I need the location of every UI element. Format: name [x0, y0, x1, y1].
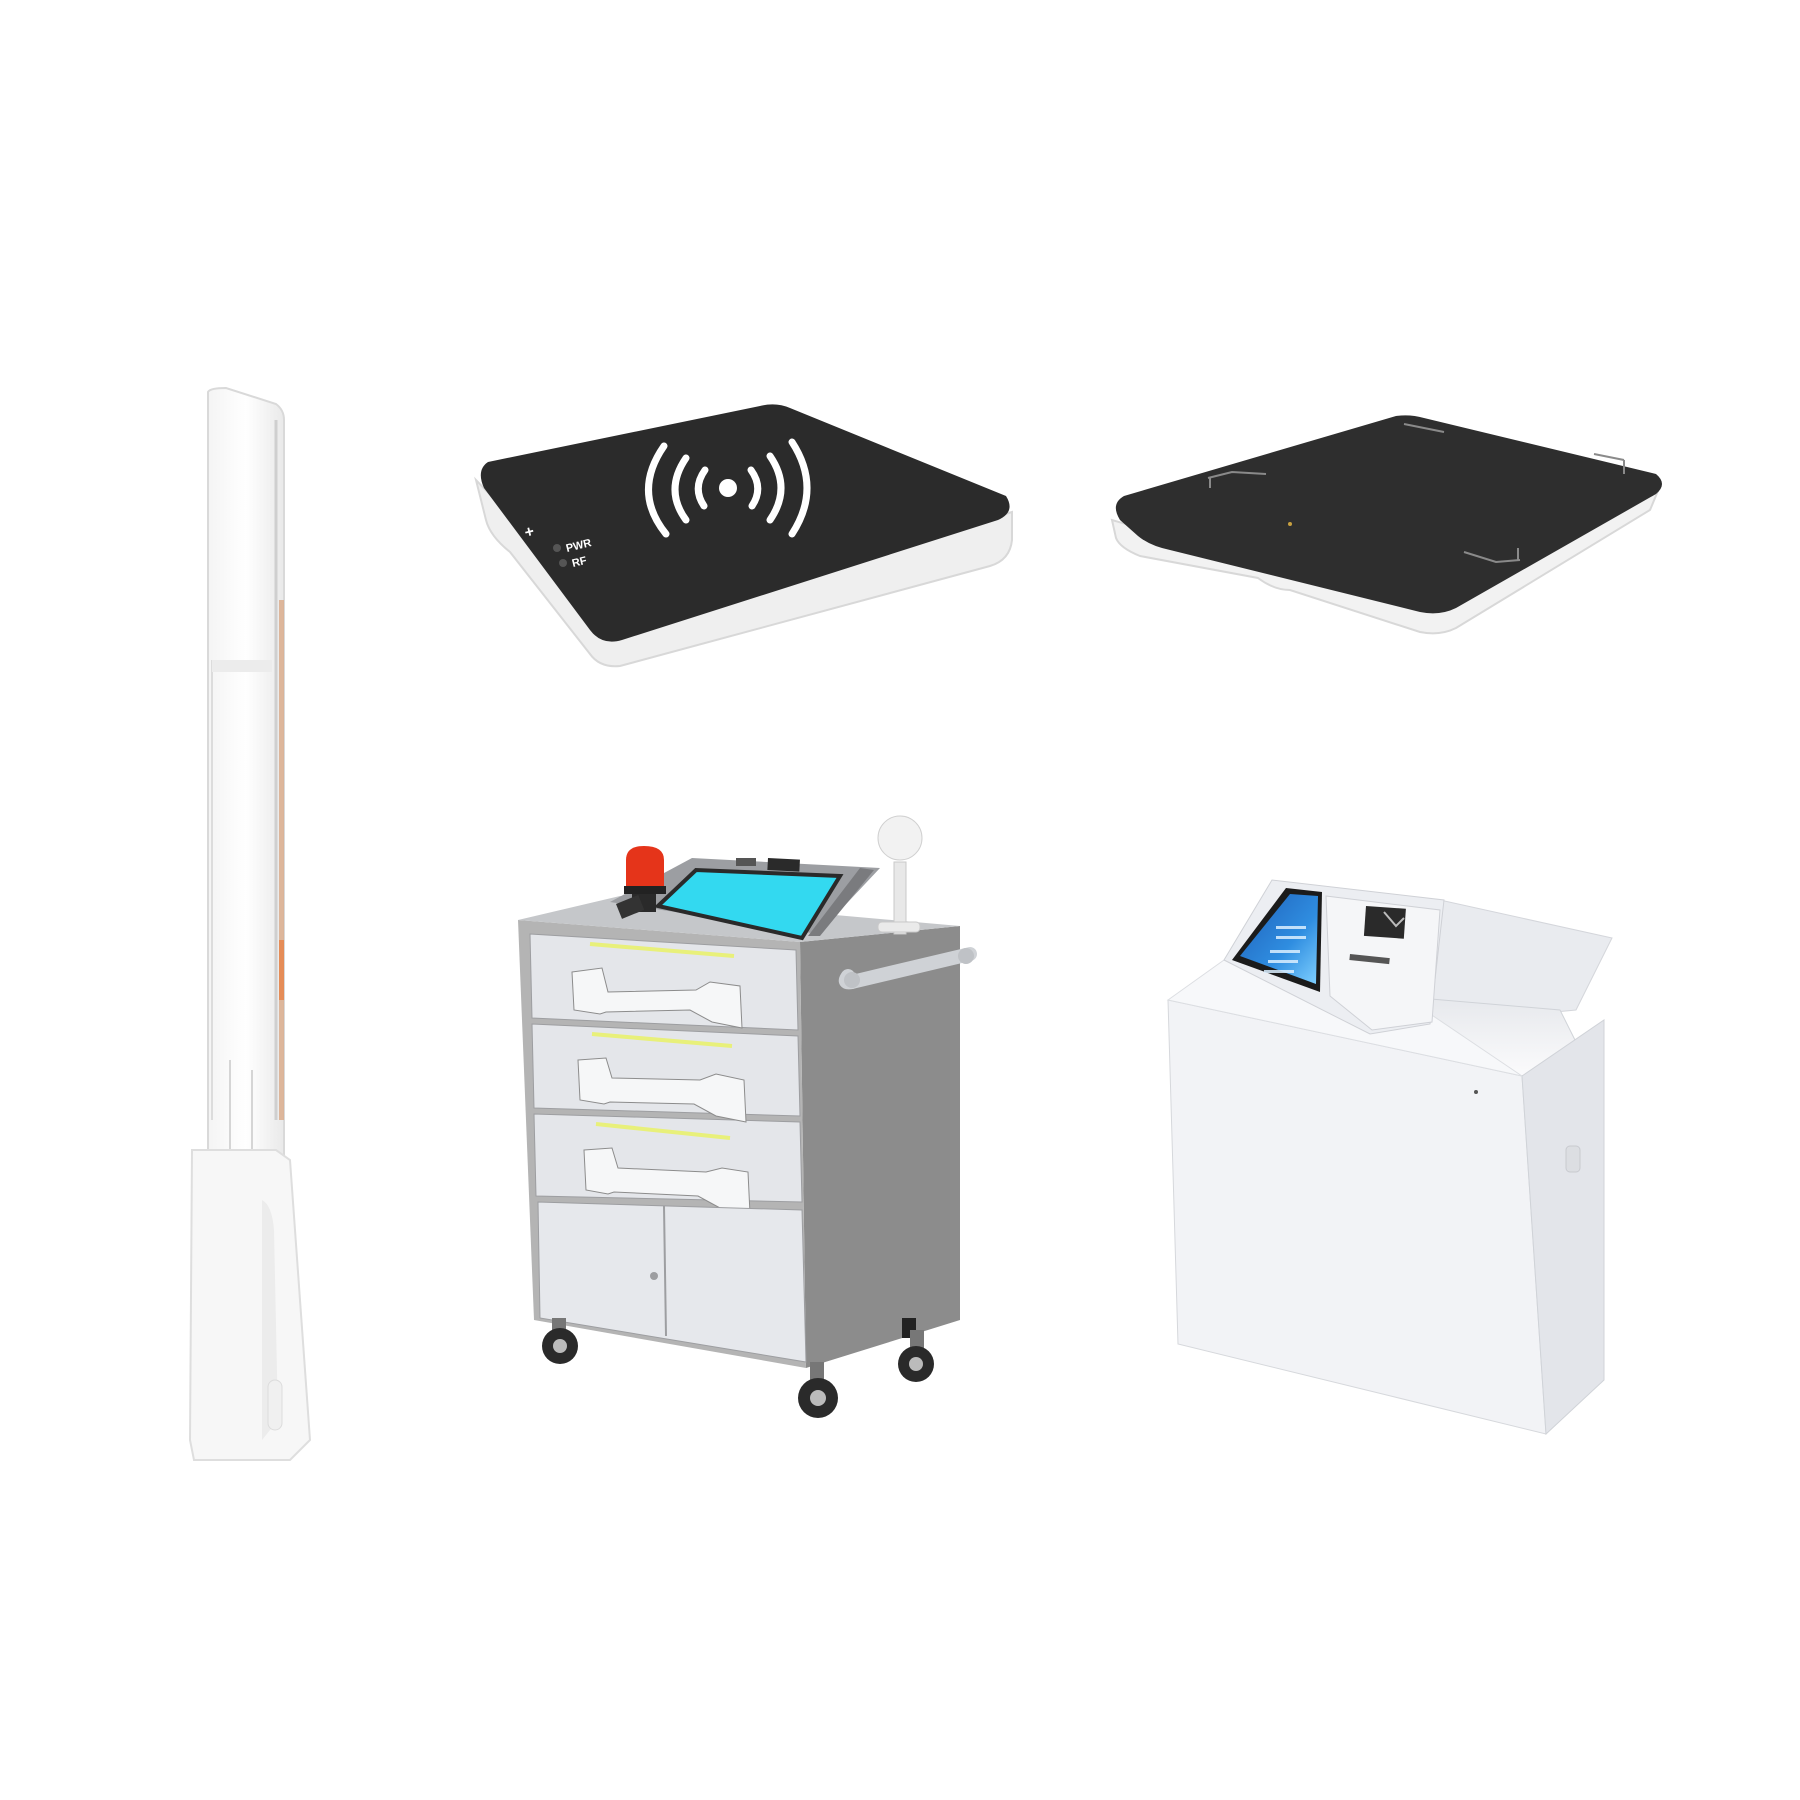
rfid-tool-cart-icon [518, 815, 977, 1418]
kiosk-screen [1232, 888, 1322, 992]
rfid-flat-reader-icon [1110, 415, 1662, 635]
cart-wheels [542, 1318, 934, 1418]
rfid-security-gate-icon [188, 386, 312, 1461]
svg-text:+: + [523, 523, 536, 542]
rf-indicator-label: RF [571, 555, 588, 570]
alarm-light-icon [624, 846, 666, 912]
rfid-desktop-reader-icon: + PWR RF [474, 404, 1013, 668]
wave-logo-icon [645, 438, 811, 538]
drawer-stack [529, 933, 803, 1215]
rfid-return-kiosk-icon [1166, 879, 1613, 1436]
antenna-icon [877, 815, 923, 935]
